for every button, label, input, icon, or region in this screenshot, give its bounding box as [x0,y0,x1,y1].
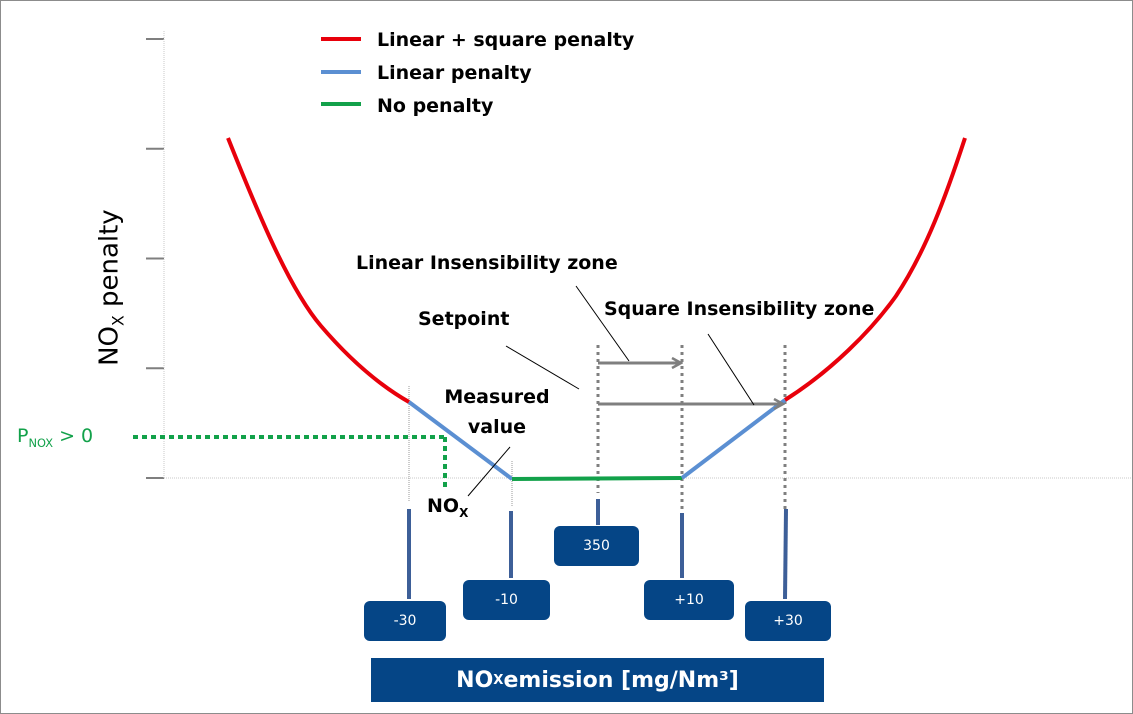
pnox-label: PNOX > 0 [17,425,94,450]
series-linear-square-left [226,137,410,404]
series-linear-square-right [783,137,967,402]
measured-value-leader [467,446,511,497]
square-zone-leader [707,333,755,406]
setpoint-leader [505,345,580,390]
linear-zone-leader [575,285,630,362]
linear-zone-label: Linear Insensibility zone [356,252,618,274]
x-tick-box-minus10: -10 [463,580,550,620]
y-axis-label: NOX penalty [94,209,128,366]
x-tick-box-plus10: +10 [644,580,734,620]
legend-label-linear-square: Linear + square penalty [377,29,635,51]
x-tick-box-minus30: -30 [364,601,446,641]
y-axis-ticks [146,38,164,479]
setpoint-label: Setpoint [418,308,509,330]
nox-marker-label: NOX [427,495,469,520]
measured-value-label-line1: Measured [444,386,549,408]
legend-label-linear: Linear penalty [377,62,532,84]
measured-value-label-line2: value [468,416,526,438]
legend-label-no-penalty: No penalty [377,95,494,117]
series-no-penalty [511,476,683,481]
x-tick-box-setpoint: 350 [554,526,639,566]
x-tick-box-plus30: +30 [745,601,831,641]
legend: Linear + square penalty Linear penalty N… [321,29,635,117]
series-linear-right [680,398,787,480]
tick-connector-plus30 [783,508,788,600]
series-linear-left [407,400,514,481]
square-zone-label: Square Insensibility zone [604,298,874,320]
